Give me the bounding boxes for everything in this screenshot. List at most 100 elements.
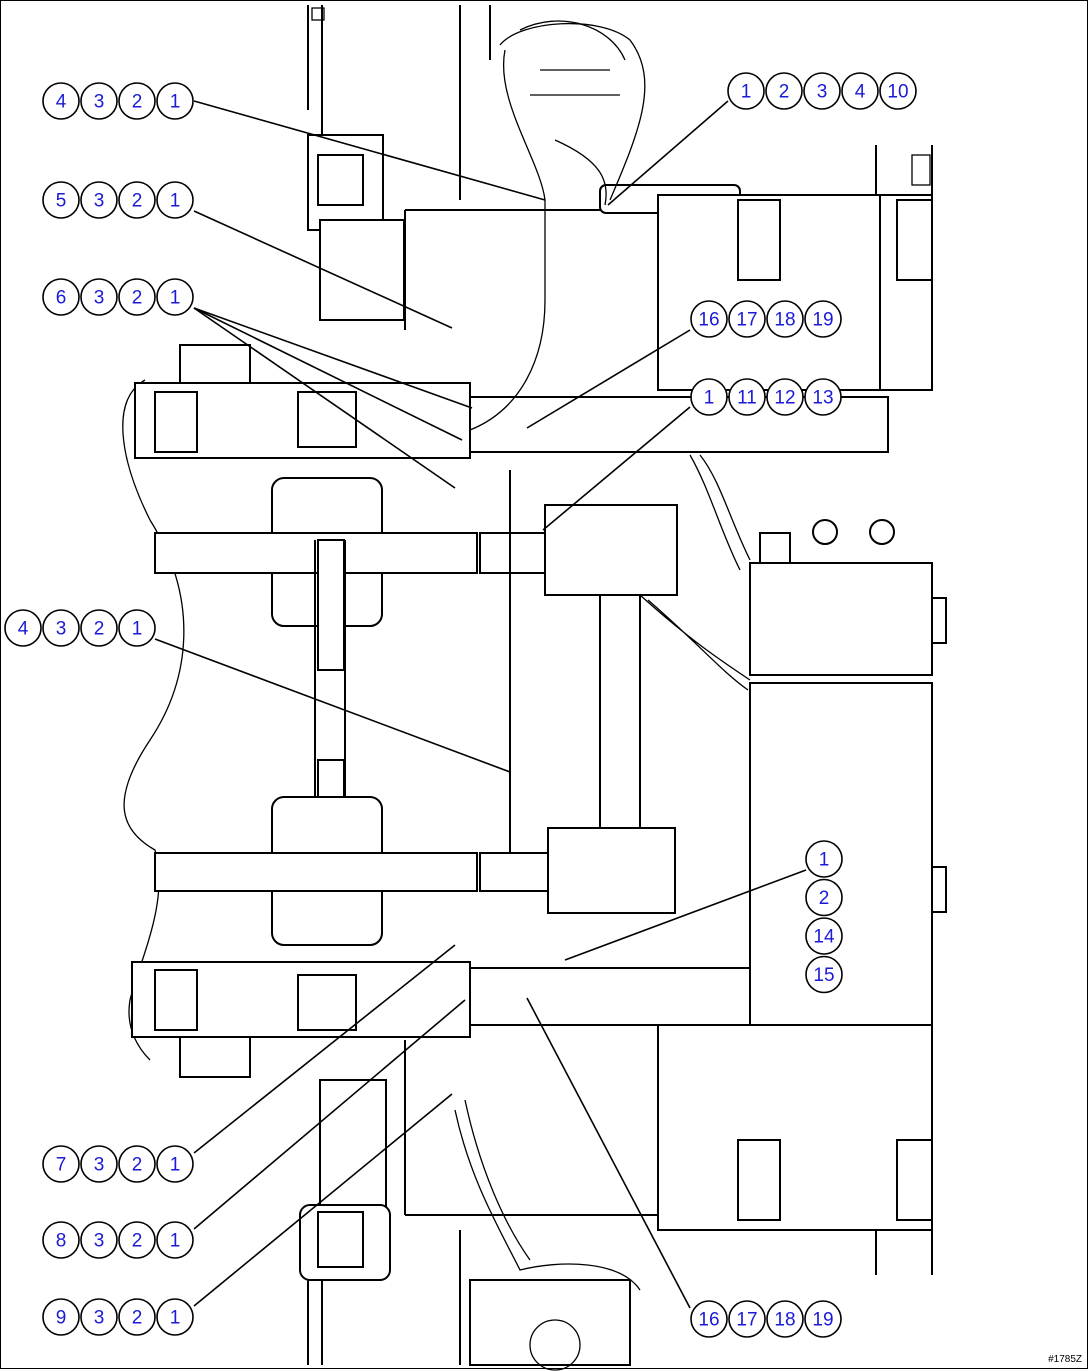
callout-c4: 6 3 2 1 [42, 278, 194, 316]
callout-bubble [42, 609, 80, 647]
callout-bubble [118, 1298, 156, 1336]
callout-bubble [805, 878, 843, 917]
callout-bubble [879, 72, 917, 110]
callout-c2: 1 2 3 4 10 [727, 72, 917, 110]
callout-number: 10 [887, 82, 908, 103]
callout-number: 19 [812, 310, 833, 331]
callout-number: 3 [94, 1231, 105, 1252]
callout-bubble [118, 1145, 156, 1183]
callout-bubble [841, 72, 879, 110]
callout-bubble [42, 181, 80, 219]
callout-bubble [80, 82, 118, 120]
callout-number: 17 [736, 310, 757, 331]
callout-bubble [805, 917, 843, 955]
callout-number: 2 [132, 1155, 143, 1176]
callout-bubble [42, 82, 80, 120]
callout-number: 2 [132, 1231, 143, 1252]
callout-number: 2 [132, 1308, 143, 1329]
callout-bubble [156, 1221, 194, 1259]
callout-bubble [727, 72, 765, 110]
callout-number: 1 [132, 619, 143, 640]
callout-number: 1 [170, 1231, 181, 1252]
callout-bubble [118, 181, 156, 219]
callout-number: 4 [56, 92, 67, 113]
callout-number: 4 [18, 619, 29, 640]
callout-bubble [42, 278, 80, 316]
callout-bubble [728, 1300, 766, 1338]
callout-bubble [118, 82, 156, 120]
callout-bubble [80, 1298, 118, 1336]
callout-number: 16 [698, 310, 719, 331]
callout-bubble [766, 378, 804, 416]
callout-number: 2 [819, 888, 830, 909]
callout-c9: 7 3 2 1 [42, 1145, 194, 1183]
callout-bubble [766, 1300, 804, 1338]
callout-bubble [118, 609, 156, 647]
callout-number: 2 [132, 288, 143, 309]
callout-number: 14 [813, 927, 835, 948]
callout-number: 1 [170, 1155, 181, 1176]
callout-number: 2 [779, 82, 790, 103]
figure-id: #1785Z [1048, 1354, 1082, 1365]
callout-number: 19 [812, 1310, 833, 1331]
callout-bubble [80, 1221, 118, 1259]
callout-bubble [728, 378, 766, 416]
callout-number: 6 [56, 288, 67, 309]
callout-bubble [118, 278, 156, 316]
callout-c11: 9 3 2 1 [42, 1298, 194, 1336]
callout-number: 1 [819, 850, 830, 871]
callout-bubble [804, 300, 842, 338]
callout-bubble [118, 1221, 156, 1259]
callout-bubble [690, 1300, 728, 1338]
callout-bubble [805, 955, 843, 994]
callout-number: 1 [741, 82, 752, 103]
callout-number: 15 [813, 965, 834, 986]
callout-bubble [42, 1221, 80, 1259]
callout-number: 3 [817, 82, 828, 103]
callout-number: 3 [94, 1308, 105, 1329]
callout-number: 18 [774, 1310, 795, 1331]
callout-c10: 8 3 2 1 [42, 1221, 194, 1259]
callout-number: 2 [132, 92, 143, 113]
callout-bubble [690, 378, 728, 416]
callout-number: 2 [132, 191, 143, 212]
callout-number: 3 [94, 1155, 105, 1176]
callout-number: 13 [812, 388, 833, 409]
callout-bubble [156, 278, 194, 316]
leader-lines [154, 100, 807, 1309]
callout-number: 3 [94, 288, 105, 309]
callout-number: 3 [94, 92, 105, 113]
callout-number: 4 [855, 82, 866, 103]
callout-bubble [80, 278, 118, 316]
callout-number: 17 [736, 1310, 757, 1331]
callout-bubble [805, 840, 843, 878]
callout-bubble [765, 72, 803, 110]
callout-bubble [80, 1145, 118, 1183]
callout-bubble [804, 1300, 842, 1338]
callout-number: 8 [56, 1231, 67, 1252]
callout-bubble [690, 300, 728, 338]
callout-number: 5 [56, 191, 67, 212]
callout-number: 3 [94, 191, 105, 212]
callout-bubble [156, 1298, 194, 1336]
callout-number: 7 [56, 1155, 67, 1176]
machine-drawing [122, 5, 947, 1371]
callout-number: 1 [170, 1308, 181, 1329]
callout-bubble [80, 609, 118, 647]
callout-number: 9 [56, 1308, 67, 1329]
callout-bubble [156, 1145, 194, 1183]
callout-bubble [803, 72, 841, 110]
callout-bubble [42, 1145, 80, 1183]
callout-number: 1 [170, 288, 181, 309]
callout-bubble [804, 378, 842, 416]
callout-bubble [766, 300, 804, 338]
callout-bubble [4, 609, 42, 647]
callout-bubble [728, 300, 766, 338]
